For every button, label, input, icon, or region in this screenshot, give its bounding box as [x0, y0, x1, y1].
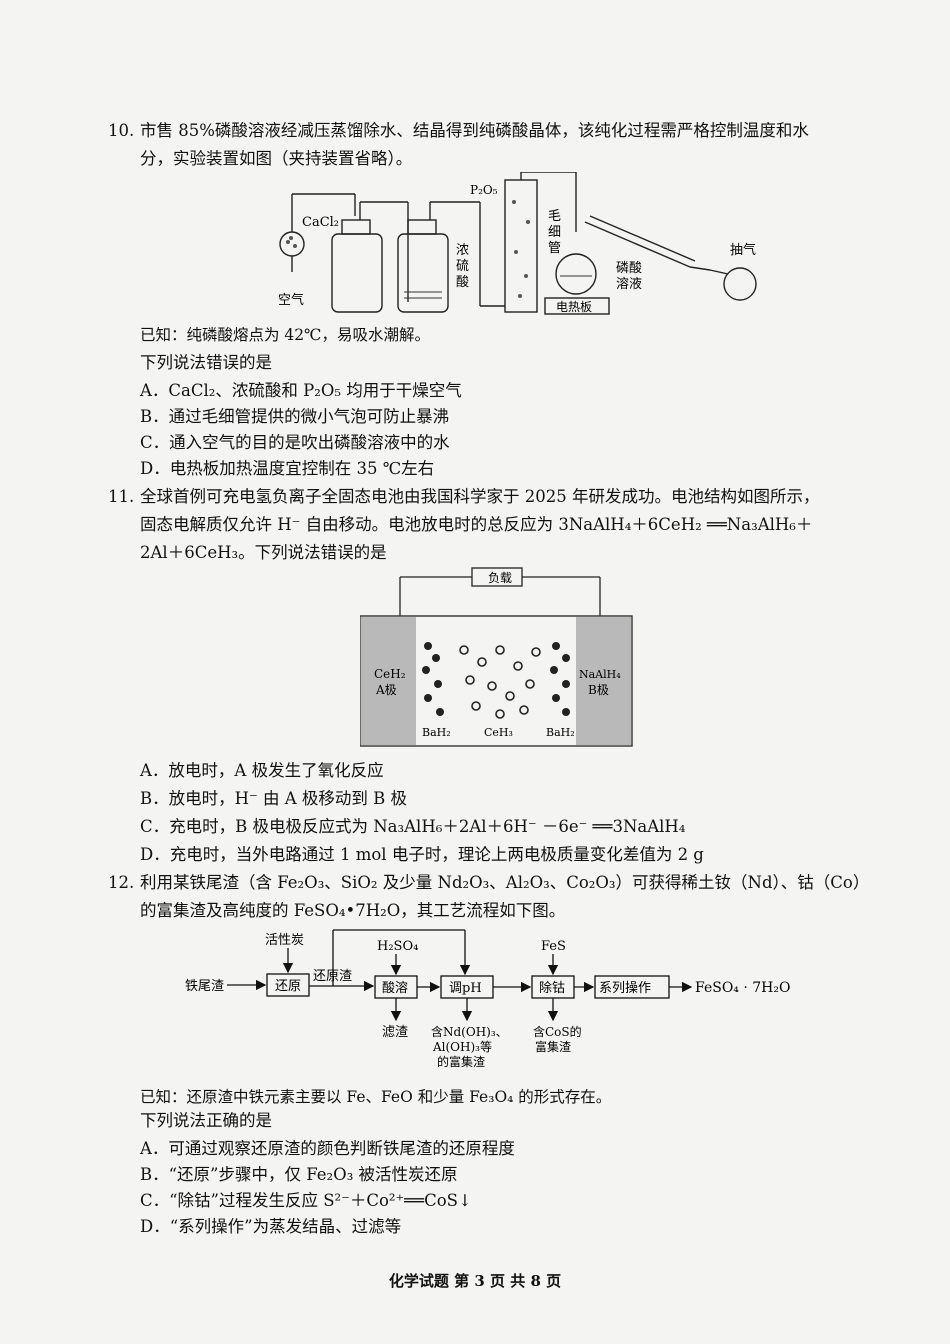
battery-cell [360, 615, 633, 747]
flow-tailings: 铁尾渣 [185, 979, 224, 994]
label-capillary-1: 毛 [548, 209, 561, 224]
label-hot-plate: 电热板 [556, 300, 592, 314]
q10-question: 下列说法错误的是 [140, 353, 272, 372]
flow-nd-enriched-2: Al(OH)₃等 [432, 1040, 492, 1054]
flow-reduce-label: 还原 [275, 979, 301, 994]
page-footer: 化学试题 第 3 页 共 8 页 [388, 1272, 562, 1290]
flow-activated-carbon: 活性炭 [265, 933, 304, 948]
label-air: 空气 [278, 292, 304, 308]
flow-h2so4: H₂SO₄ [377, 939, 418, 954]
label-cacl2: CaCl₂ [302, 215, 339, 230]
cacl2-drying-tube [279, 231, 305, 257]
flow-cos-enriched-1: 含CoS的 [533, 1024, 582, 1039]
label-bah2-right: BaH₂ [546, 726, 575, 739]
q12-process-flow: 铁尾渣 活性炭 还原 还原渣 H₂SO₄ 酸溶 滤渣 调pH 含Nd(OH)₃、… [185, 929, 790, 1069]
box-reduce [266, 973, 310, 997]
flow-series-label: 系列操作 [599, 980, 651, 996]
q11-battery-figure: CeH₂ A极 NaAlH₄ B极 负载 BaH₂ CeH₃ BaH₂ [360, 567, 633, 747]
flow-cobalt-label: 除钴 [539, 981, 565, 996]
flow-ph-label: 调pH [449, 981, 482, 996]
q12-option-d: D．“系列操作”为蒸发结晶、过滤等 [140, 1217, 402, 1236]
q10-apparatus-figure: CaCl₂ 空气 浓 硫 酸 P₂O₅ 毛 细 管 磷酸 溶液 电热板 抽气 [278, 172, 757, 315]
label-load: 负载 [488, 571, 512, 585]
q11-option-d: D．充电时，当外电路通过 1 mol 电子时，理论上两电极质量变化差值为 2 g [140, 845, 704, 864]
label-phosphoric-2: 溶液 [616, 277, 642, 292]
q10-option-c: C．通入空气的目的是吹出磷酸溶液中的水 [140, 433, 450, 452]
q12-known: 已知：还原渣中铁元素主要以 Fe、FeO 和少量 Fe₃O₄ 的形式存在。 [140, 1088, 612, 1106]
flow-cos-enriched-2: 富集渣 [535, 1039, 571, 1054]
round-bottom-flask [555, 253, 597, 295]
label-naalh4: NaAlH₄ [579, 668, 621, 681]
q11-option-b: B．放电时，H⁻ 由 A 极移动到 B 极 [140, 789, 407, 808]
q10-stem-line2: 分，实验装置如图（夹持装置省略）。 [140, 149, 413, 168]
receiving-flask [723, 267, 757, 301]
label-bah2-left: BaH₂ [422, 726, 451, 739]
hot-plate [544, 297, 610, 315]
q12-stem-line2: 的富集渣及高纯度的 FeSO₄•7H₂O，其工艺流程如下图。 [140, 901, 566, 920]
q10-option-a: A．CaCl₂、浓硫酸和 P₂O₅ 均用于干燥空气 [140, 381, 462, 400]
flow-fes: FeS [541, 939, 566, 954]
label-conc-h2so4-2: 硫 [456, 259, 469, 274]
flow-filter-residue: 滤渣 [382, 1025, 408, 1040]
label-ceh2: CeH₂ [374, 667, 406, 681]
q11-option-c: C．充电时，B 极电极反应式为 Na₃AlH₆＋2Al＋6H⁻ －6e⁻ ══3… [140, 817, 686, 836]
q11-number: 11. [108, 487, 135, 506]
flow-product: FeSO₄ · 7H₂O [695, 980, 790, 996]
label-pump: 抽气 [730, 242, 756, 258]
label-a-electrode: A极 [375, 683, 397, 697]
q11-stem-line3: 2Al＋6CeH₃。下列说法错误的是 [140, 543, 387, 562]
label-ceh3: CeH₃ [484, 726, 513, 739]
p2o5-column [504, 179, 538, 313]
q12-option-a: A．可通过观察还原渣的颜色判断铁尾渣的还原程度 [140, 1139, 515, 1158]
q10-stem-line1: 市售 85%磷酸溶液经减压蒸馏除水、结晶得到纯磷酸晶体，该纯化过程需严格控制温度… [140, 121, 809, 140]
q12-option-b: B．“还原”步骤中，仅 Fe₂O₃ 被活性炭还原 [140, 1165, 458, 1184]
label-phosphoric-1: 磷酸 [616, 261, 642, 276]
q10-number: 10. [108, 121, 135, 140]
q11-stem-line1: 全球首例可充电氢负离子全固态电池由我国科学家于 2025 年研发成功。电池结构如… [140, 487, 820, 506]
q11-stem-line2: 固态电解质仅允许 H⁻ 自由移动。电池放电时的总反应为 3NaAlH₄＋6CeH… [140, 515, 813, 534]
q11-option-a: A．放电时，A 极发生了氧化反应 [140, 761, 384, 780]
q10-option-d: D．电热板加热温度宜控制在 35 ℃左右 [140, 459, 435, 478]
q12-number: 12. [108, 873, 135, 892]
flow-nd-enriched-3: 的富集渣 [437, 1054, 485, 1069]
electrode-a [361, 617, 416, 745]
label-b-electrode: B极 [588, 683, 609, 697]
label-conc-h2so4-3: 酸 [456, 275, 469, 290]
flow-dissolve-label: 酸溶 [382, 981, 408, 996]
q12-stem-line1: 利用某铁尾渣（含 Fe₂O₃、SiO₂ 及少量 Nd₂O₃、Al₂O₃、Co₂O… [140, 873, 870, 892]
q12-option-c: C．“除钴”过程发生反应 S²⁻＋Co²⁺══CoS↓ [140, 1191, 472, 1210]
label-capillary-2: 细 [548, 225, 561, 240]
q10-known: 已知：纯磷酸熔点为 42℃，易吸水潮解。 [140, 326, 430, 344]
flow-reduced-residue: 还原渣 [313, 969, 352, 984]
label-conc-h2so4-1: 浓 [456, 243, 469, 258]
label-capillary-3: 管 [548, 241, 561, 256]
label-p2o5: P₂O₅ [470, 183, 498, 197]
sulfuric-acid-bottle [397, 233, 449, 313]
q10-option-b: B．通过毛细管提供的微小气泡可防止暴沸 [140, 407, 450, 426]
flow-nd-enriched-1: 含Nd(OH)₃、 [431, 1024, 508, 1039]
electrode-b [576, 617, 631, 745]
empty-bottle [331, 233, 383, 313]
q12-question: 下列说法正确的是 [140, 1111, 272, 1130]
